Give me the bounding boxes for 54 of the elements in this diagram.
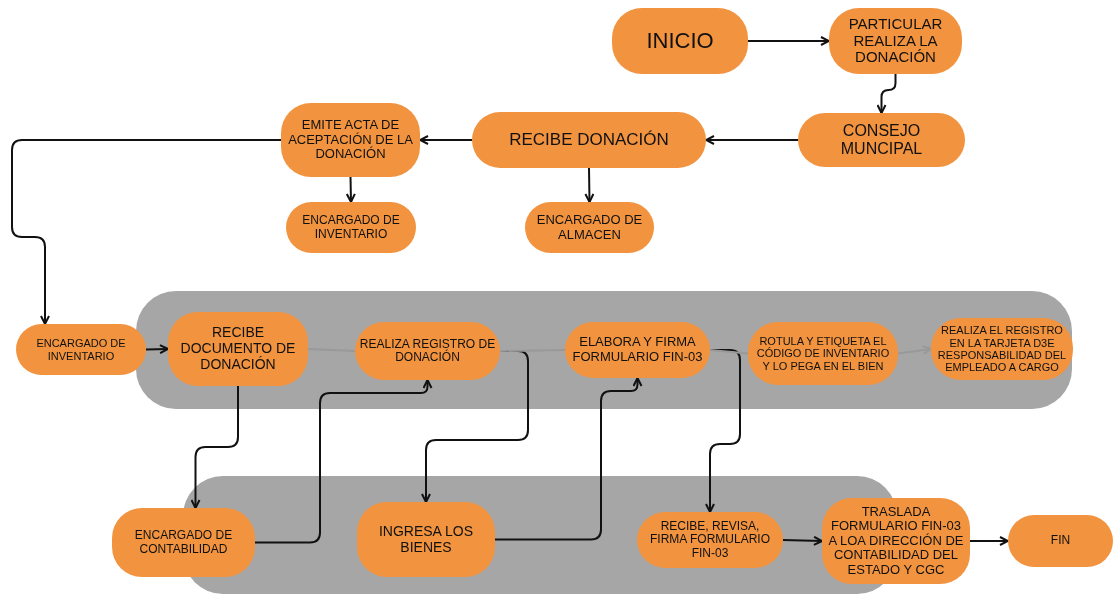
step-label: ENCARGADO DE INVENTARIO: [35, 337, 127, 362]
step-label: PARTICULAR REALIZA LA DONACIÓN: [847, 15, 944, 67]
process-box: [931, 318, 1073, 380]
arrow: [345, 176, 356, 203]
step-label: REALIZA REGISTRO DE DONACIÓN: [359, 337, 496, 365]
step-label: INGRESA LOS BIENES: [377, 523, 475, 556]
step-label: RECIBE DONACIÓN: [509, 130, 669, 150]
step-label: TRASLADA FORMULARIO FIN-03 A LOA DIRECCIÓN DE CONTABILIDAD DEL ESTADO Y CGC: [827, 504, 965, 578]
swimlane-band: [136, 291, 1072, 409]
arrow: [782, 535, 823, 546]
step-label: ENCARGADO DE ALMACEN: [535, 212, 644, 243]
process-box: [286, 202, 416, 253]
arrow: [494, 377, 643, 541]
step-label: CONSEJO MUNCIPAL: [839, 122, 924, 158]
process-box: [16, 324, 146, 375]
step-label: ENCARGADO DE CONTABILIDAD: [133, 529, 234, 556]
process-box: [748, 322, 898, 385]
process-box: [822, 498, 970, 584]
arrow: [969, 536, 1009, 546]
arrow: [145, 344, 169, 355]
process-box: [565, 322, 710, 378]
process-box: [168, 312, 308, 386]
process-box: [1008, 515, 1113, 567]
connector-line: [709, 349, 749, 355]
arrow: [747, 36, 830, 46]
process-box: [472, 112, 706, 168]
step-label: RECIBE, REVISA, FIRMA FORMULARIO FIN-03: [649, 519, 771, 561]
arrow: [705, 349, 741, 513]
arrow: [705, 135, 799, 145]
arrow: [421, 350, 529, 503]
process-box: [355, 322, 500, 380]
arrow: [584, 167, 595, 203]
process-box: [798, 113, 965, 167]
step-label: ENCARGADO DE INVENTARIO: [301, 214, 401, 241]
arrow: [419, 135, 473, 145]
process-box: [612, 8, 748, 74]
process-box: [829, 8, 962, 74]
step-label: EMITE ACTA DE ACEPTACIÓN DE LA DONACIÓN: [287, 118, 414, 162]
step-label: ROTULA Y ETIQUETA EL CÓDIGO DE INVENTARIO Y LO PEGA EN EL BIEN: [755, 335, 891, 372]
arrow: [897, 345, 932, 356]
process-box: [112, 508, 255, 577]
process-box: [357, 502, 495, 577]
process-box: [637, 512, 783, 568]
step-label: RECIBE DOCUMENTO DE DONACIÓN: [179, 325, 297, 373]
arrow: [11, 139, 282, 325]
process-box: [525, 202, 654, 253]
step-label: FIN: [1050, 534, 1071, 548]
arrow: [190, 385, 239, 509]
arrow: [254, 379, 433, 544]
step-label: INICIO: [646, 28, 714, 54]
arrow: [876, 73, 897, 114]
process-box: [281, 103, 420, 177]
step-label: ELABORA Y FIRMA FORMULARIO FIN-03: [571, 335, 704, 365]
step-label: REALIZA EL REGISTRO EN LA TARJETA D3E RESPONSABILIDAD DEL EMPLEADO A CARGO: [936, 324, 1068, 374]
